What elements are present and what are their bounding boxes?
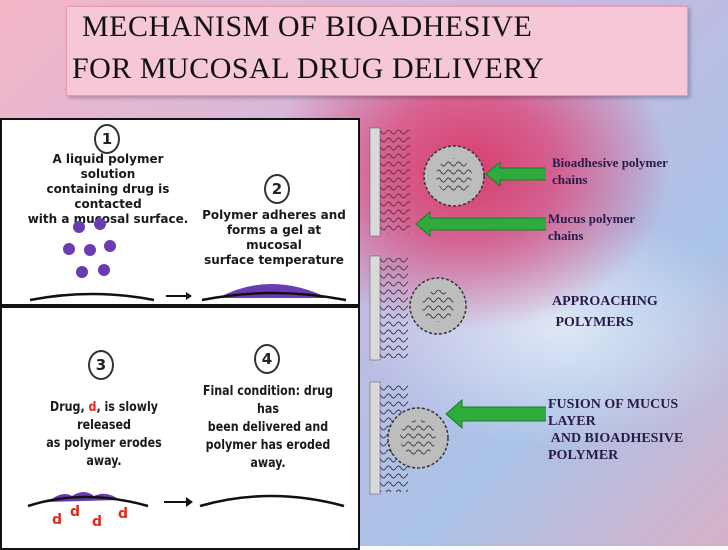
droplet bbox=[76, 266, 88, 278]
polymer-core bbox=[422, 290, 454, 322]
label-bioadhesive-polymer-chains: Bioadhesive polymer chains bbox=[552, 155, 668, 187]
steps-3-4-illustration bbox=[27, 492, 345, 508]
step-4-line-3: polymer has eroded away. bbox=[205, 437, 331, 471]
droplet bbox=[63, 243, 75, 255]
polymer-core bbox=[400, 420, 436, 456]
green-arrow-mucus bbox=[415, 210, 546, 238]
green-arrow-bioadhesive bbox=[485, 160, 546, 188]
step-3-text: Drug, d, is slowly released as polymer e… bbox=[32, 398, 176, 470]
steps-1-2-illustration bbox=[29, 218, 347, 302]
step-3-line-2: as polymer erodes away. bbox=[46, 435, 162, 469]
step-1-line-2: containing drug is contacted bbox=[46, 182, 170, 211]
label-fusion: FUSION OF MUCUS LAYER AND BIOADHESIVE PO… bbox=[548, 397, 684, 463]
green-arrow-fusion bbox=[445, 398, 546, 430]
released-drug-d: d bbox=[52, 512, 63, 528]
drug-droplets bbox=[63, 218, 116, 278]
released-drug-d: d bbox=[70, 504, 81, 520]
arrow-3-to-4-head bbox=[186, 497, 193, 507]
arrow-1-to-2-head bbox=[186, 292, 192, 300]
mucosal-surface-4 bbox=[199, 494, 345, 508]
drug-d-label: d bbox=[88, 399, 97, 415]
title-box bbox=[66, 6, 688, 96]
label-approaching-polymers: APPROACHING POLYMERS bbox=[552, 294, 658, 330]
step-1-text: A liquid polymer solution containing dru… bbox=[24, 152, 192, 227]
mucosal-surface-2 bbox=[201, 291, 347, 302]
step-3-line-1: Drug, d, is slowly released bbox=[50, 399, 158, 433]
panel-steps-3-4: 3 Drug, d, is slowly released as polymer… bbox=[0, 306, 360, 550]
label-mucus-polymer-chains: Mucus polymer chains bbox=[548, 211, 636, 243]
step-4-text: Final condition: drug has been delivered… bbox=[196, 382, 340, 472]
droplet bbox=[98, 264, 110, 276]
step-2-line-3: surface temperature bbox=[204, 253, 344, 267]
mucosal-surface-3 bbox=[27, 495, 149, 508]
droplet bbox=[104, 240, 116, 252]
step-3-number: 3 bbox=[88, 350, 114, 380]
mechanism-diagram bbox=[369, 127, 546, 495]
step-4-line-1: Final condition: drug has bbox=[202, 383, 334, 417]
mucus-chains bbox=[380, 130, 410, 234]
step-2-line-1: Polymer adheres and bbox=[202, 208, 346, 222]
step-1-line-3: with a mucosal surface. bbox=[27, 212, 189, 226]
title-line-1: MECHANISM OF BIOADHESIVE bbox=[82, 10, 533, 43]
step-2-line-2: forms a gel at mucosal bbox=[226, 223, 322, 252]
panel-steps-1-2: 1 A liquid polymer solution containing d… bbox=[0, 118, 360, 306]
droplet bbox=[94, 218, 106, 230]
polymer-core bbox=[436, 158, 472, 194]
mucosa-surface bbox=[369, 381, 381, 495]
step-1-number: 1 bbox=[94, 124, 120, 154]
step-2-text: Polymer adheres and forms a gel at mucos… bbox=[200, 208, 348, 268]
droplet bbox=[73, 221, 85, 233]
title-line-2: FOR MUCOSAL DRUG DELIVERY bbox=[72, 52, 545, 85]
step-1-line-1: A liquid polymer solution bbox=[52, 152, 164, 181]
released-drug-d: d bbox=[118, 506, 129, 522]
step-2-number: 2 bbox=[264, 174, 290, 204]
step-4-line-2: been delivered and bbox=[207, 419, 329, 435]
released-drug-d: d bbox=[92, 514, 103, 530]
mucosal-surface-1 bbox=[29, 292, 155, 302]
mucosa-surface bbox=[369, 255, 381, 361]
droplet bbox=[84, 244, 96, 256]
mucosa-surface bbox=[369, 127, 381, 237]
mucus-chains bbox=[380, 258, 408, 358]
step-4-number: 4 bbox=[254, 344, 280, 374]
